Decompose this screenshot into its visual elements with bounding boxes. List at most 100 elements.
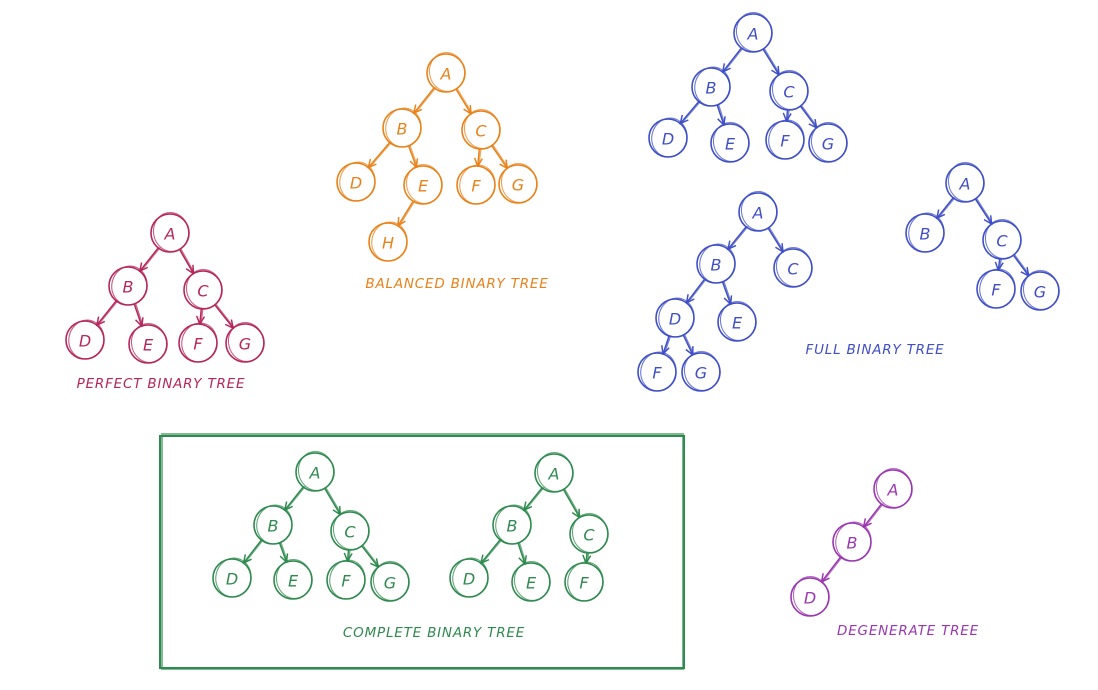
node-c: C <box>769 70 809 111</box>
node-d: D <box>449 557 489 598</box>
edge-A-B <box>140 247 159 270</box>
node-label: C <box>475 122 487 141</box>
edge-D-G <box>682 334 692 354</box>
node-label: F <box>780 132 790 151</box>
node-label: A <box>164 225 176 244</box>
node-c: C <box>183 269 223 310</box>
edge-B-D <box>482 539 501 563</box>
node-circle-sketch <box>775 247 813 287</box>
node-label: F <box>991 281 1001 300</box>
edge-C-F <box>586 552 587 562</box>
node-label: D <box>662 130 674 149</box>
edge-B-E-sketch <box>518 542 527 564</box>
node-d: D <box>65 319 105 360</box>
edge-B-D-sketch <box>369 141 392 168</box>
node-e: E <box>403 164 443 205</box>
node-g: G <box>498 163 538 204</box>
node-e: E <box>511 561 551 602</box>
node-circle-sketch <box>339 161 376 202</box>
edge-B-E-sketch <box>134 303 144 326</box>
edge-A-B <box>729 226 747 249</box>
edge-D-F <box>663 335 669 353</box>
node-circle-sketch <box>275 559 313 599</box>
node-label: A <box>959 175 971 194</box>
node-label: B <box>397 120 408 139</box>
node-b: B <box>382 107 422 148</box>
node-circle-sketch <box>332 510 370 550</box>
edge-B-E-sketch <box>409 145 418 167</box>
edge-C-F <box>478 148 479 165</box>
node-g: G <box>681 351 721 392</box>
node-label: G <box>1034 283 1046 302</box>
node-circle-sketch <box>694 66 731 107</box>
node-f: F <box>178 322 218 363</box>
edge-D-G-sketch <box>684 334 695 355</box>
edge-C-G-sketch <box>801 105 818 128</box>
node-circle-sketch <box>329 559 366 600</box>
node-label: C <box>787 260 799 279</box>
node-label: B <box>123 278 134 297</box>
node-circle-sketch <box>712 122 750 162</box>
edge-C-F-sketch <box>348 549 351 561</box>
node-circle-sketch <box>459 164 496 205</box>
node-label: A <box>887 481 899 500</box>
edge-C-G <box>799 105 816 127</box>
node-circle-sketch <box>1022 270 1060 310</box>
edge-A-C-sketch <box>456 88 473 114</box>
node-label: C <box>583 526 595 545</box>
node-f: F <box>456 164 496 205</box>
node-c: C <box>461 109 501 150</box>
node-circle-sketch <box>651 117 688 158</box>
node-circle-sketch <box>68 319 105 360</box>
edge-A-C <box>455 88 471 113</box>
node-a: A <box>733 12 773 53</box>
edge-C-G <box>1012 254 1028 275</box>
node-d: D <box>336 161 376 202</box>
caption-full-binary-tree: FULL BINARY TREE <box>806 342 945 358</box>
node-label: G <box>822 135 834 154</box>
node-circle-sketch <box>740 191 778 231</box>
node-a: A <box>295 451 335 492</box>
node-label: G <box>695 364 707 383</box>
node-label: D <box>804 589 816 608</box>
node-d: D <box>648 117 688 158</box>
node-label: D <box>669 310 681 329</box>
edge-C-F-sketch <box>586 552 590 563</box>
edge-C-G <box>214 304 233 327</box>
node-circle-sketch <box>385 107 422 148</box>
node-circle-sketch <box>297 451 335 491</box>
edge-B-E <box>716 104 723 124</box>
node-circle-sketch <box>768 119 805 160</box>
node-label: E <box>418 177 429 196</box>
node-label: D <box>79 332 91 351</box>
node-label: B <box>268 517 279 536</box>
node-circle-sketch <box>536 452 574 492</box>
node-f: F <box>637 351 677 392</box>
edge-A-B-sketch <box>285 486 306 511</box>
complete-tree-frame-sketch <box>161 433 684 670</box>
node-b: B <box>108 265 148 306</box>
node-d: D <box>212 557 252 598</box>
node-g: G <box>808 122 848 163</box>
node-g: G <box>1020 270 1060 311</box>
edge-A-C <box>767 227 782 251</box>
edge-C-F-sketch <box>200 308 204 324</box>
node-circle-sketch <box>405 164 443 204</box>
node-label: C <box>344 523 356 542</box>
edge-C-F <box>787 109 788 120</box>
node-label: E <box>725 135 736 154</box>
edge-A-B-sketch <box>140 247 161 272</box>
node-label: F <box>579 574 589 593</box>
node-label: D <box>226 570 238 589</box>
node-c: C <box>773 247 813 288</box>
edge-B-E <box>133 303 141 325</box>
node-circle-sketch <box>810 122 848 162</box>
node-circle-sketch <box>181 322 218 363</box>
node-e: E <box>710 122 750 163</box>
node-label: C <box>783 83 795 102</box>
